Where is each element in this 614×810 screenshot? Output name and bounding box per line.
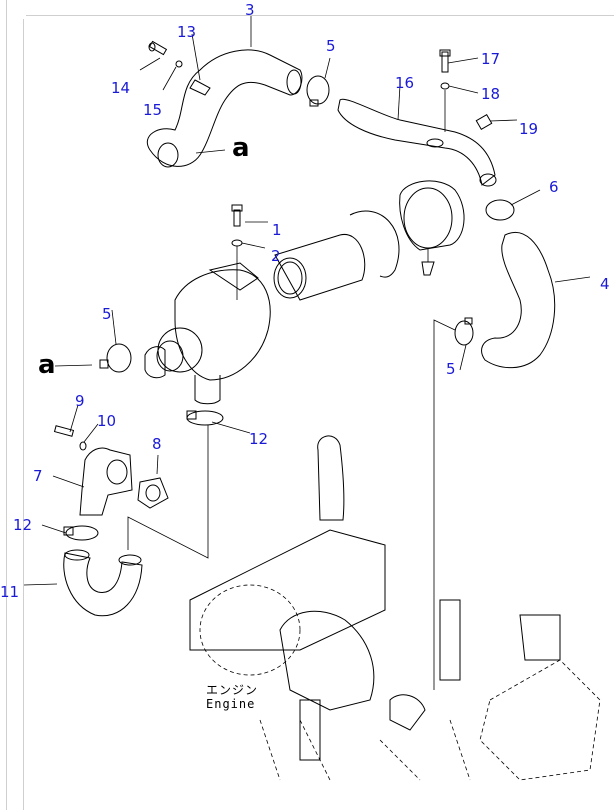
part-clamp-12-upper[interactable]: [186, 410, 224, 426]
callout-6: 6: [549, 178, 559, 196]
part-gasket-8[interactable]: [137, 477, 169, 509]
part-air-cleaner-body[interactable]: [144, 262, 271, 405]
callout-17: 17: [481, 50, 501, 68]
part-elbow-7[interactable]: [79, 447, 133, 516]
engine-label-english: Engine: [206, 697, 256, 711]
part-clamp-5-right[interactable]: [454, 317, 474, 346]
part-seal-ring[interactable]: [349, 210, 400, 278]
part-pipe-16[interactable]: [337, 98, 497, 187]
callout-11: 11: [0, 583, 20, 601]
part-filter-element[interactable]: [273, 234, 366, 301]
part-bolt-1[interactable]: [231, 204, 243, 227]
callout-5-top: 5: [326, 37, 336, 55]
callout-9: 9: [75, 392, 85, 410]
view-marker-a-top: a: [232, 133, 250, 163]
part-housing-cover[interactable]: [399, 180, 465, 276]
frame-border-left-outer: [6, 0, 7, 810]
callout-18: 18: [481, 85, 501, 103]
part-clamp-5-top[interactable]: [306, 75, 330, 107]
callout-5-left: 5: [102, 305, 112, 323]
frame-border-left-inner: [23, 19, 24, 810]
part-washer-18[interactable]: [440, 82, 450, 90]
part-sensor-19[interactable]: [475, 113, 493, 131]
callout-7: 7: [33, 467, 43, 485]
leader-lines: [23, 16, 591, 690]
part-bolt-17[interactable]: [439, 49, 451, 73]
part-washer-2[interactable]: [231, 239, 243, 247]
view-marker-a-left: a: [38, 350, 56, 380]
engine-assembly[interactable]: [189, 435, 601, 781]
callout-19: 19: [519, 120, 539, 138]
part-clamp-6[interactable]: [485, 199, 515, 221]
callout-5-right: 5: [446, 360, 456, 378]
callout-16: 16: [395, 74, 415, 92]
part-clamp-5-left[interactable]: [99, 343, 132, 373]
callout-12-lower: 12: [13, 516, 33, 534]
part-clamp-12-lower[interactable]: [63, 525, 99, 541]
part-hose-4[interactable]: [481, 232, 556, 369]
part-hose-11[interactable]: [63, 549, 143, 617]
callout-2: 2: [271, 247, 281, 265]
frame-border-top: [26, 15, 614, 16]
engine-label-japanese: エンジン: [206, 683, 259, 697]
callout-1: 1: [272, 221, 282, 239]
part-bolt-9[interactable]: [53, 425, 75, 437]
callout-4: 4: [600, 275, 610, 293]
part-hose-3[interactable]: [147, 49, 303, 168]
callout-3: 3: [245, 1, 255, 19]
part-bolt-14[interactable]: [148, 40, 168, 56]
callout-10: 10: [97, 412, 117, 430]
callout-12-upper: 12: [249, 430, 269, 448]
callout-14: 14: [111, 79, 131, 97]
part-washer-15[interactable]: [175, 60, 183, 68]
engine-label: エンジン Engine: [206, 683, 258, 711]
part-washer-10[interactable]: [79, 441, 87, 451]
callout-15: 15: [143, 101, 163, 119]
callout-13: 13: [177, 23, 197, 41]
callout-8: 8: [152, 435, 162, 453]
